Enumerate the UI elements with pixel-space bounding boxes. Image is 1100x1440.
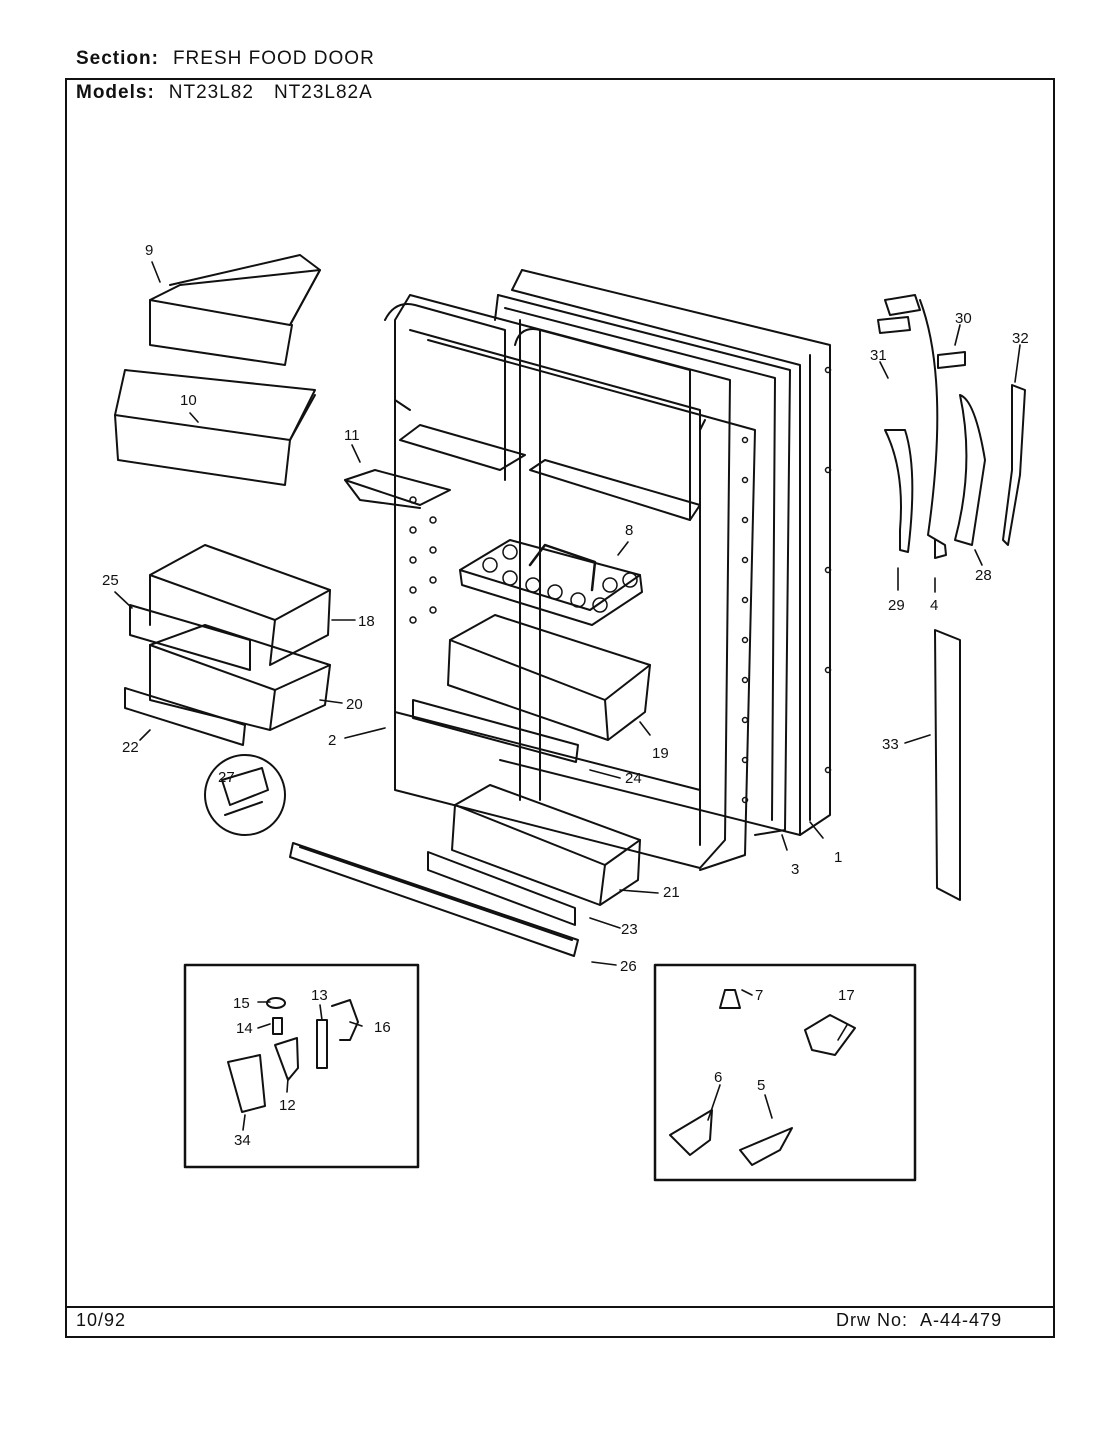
dairy-door-10 xyxy=(114,369,316,486)
hinge-cover-33 xyxy=(934,629,961,901)
drawing-frame xyxy=(65,78,1055,1338)
section-header: Section: FRESH FOOD DOOR xyxy=(76,48,395,70)
callout-1: 1 xyxy=(834,849,842,866)
hinge-cover-30 xyxy=(937,351,966,369)
label-strip-24 xyxy=(412,699,579,763)
callout-29: 29 xyxy=(888,597,905,614)
callout-9: 9 xyxy=(145,242,153,259)
callout-20: 20 xyxy=(346,696,363,713)
callout-32: 32 xyxy=(1012,330,1029,347)
callout-10: 10 xyxy=(180,392,197,409)
footer-divider xyxy=(65,1306,1055,1308)
callout-14: 14 xyxy=(236,1020,253,1037)
callout-2: 2 xyxy=(328,732,336,749)
callout-7: 7 xyxy=(755,987,763,1004)
hinge-plate-31 xyxy=(884,294,921,316)
bin-label-25 xyxy=(129,604,251,671)
door-bin-19 xyxy=(447,614,651,741)
dairy-door-9 xyxy=(149,254,321,366)
callout-labels: 9 10 11 25 18 20 22 2 8 19 24 27 21 23 2… xyxy=(102,242,1029,1149)
models-header: Models: NT23L82 NT23L82A xyxy=(76,82,393,104)
callout-21: 21 xyxy=(663,884,680,901)
trim-strip-26 xyxy=(289,842,579,957)
egg-tray-8 xyxy=(459,539,643,626)
callout-3: 3 xyxy=(791,861,799,878)
hinge-parts xyxy=(877,294,1026,901)
callout-33: 33 xyxy=(882,736,899,753)
callout-13: 13 xyxy=(311,987,328,1004)
door-bin-18 xyxy=(129,544,331,671)
trim-cap-detail-27 xyxy=(204,754,286,836)
callout-25: 25 xyxy=(102,572,119,589)
callout-6: 6 xyxy=(714,1069,722,1086)
model-1: NT23L82 xyxy=(168,82,254,103)
callout-24: 24 xyxy=(625,770,642,787)
hardware-inset-left xyxy=(183,963,420,1169)
callout-17: 17 xyxy=(838,987,855,1004)
callout-30: 30 xyxy=(955,310,972,327)
callout-18: 18 xyxy=(358,613,375,630)
door-gasket xyxy=(494,294,791,836)
callout-26: 26 xyxy=(620,958,637,975)
model-2: NT23L82A xyxy=(273,82,373,103)
callout-4: 4 xyxy=(930,597,938,614)
callout-5: 5 xyxy=(757,1077,765,1094)
section-value: FRESH FOOD DOOR xyxy=(172,48,375,69)
hardware-inset-right xyxy=(653,963,917,1182)
leader-lines xyxy=(114,261,1021,1131)
door-liner xyxy=(394,294,756,871)
callout-22: 22 xyxy=(122,739,139,756)
shelf-bracket-11 xyxy=(344,469,451,509)
footer-date: 10/92 xyxy=(76,1310,127,1330)
door-bin-21 xyxy=(451,784,641,906)
callout-28: 28 xyxy=(975,567,992,584)
footer-drawing-number: Drw No: A-44-479 xyxy=(836,1310,1002,1331)
section-label: Section: xyxy=(76,48,159,69)
label-strip-23 xyxy=(427,851,576,926)
callout-19: 19 xyxy=(652,745,669,762)
drawing-number: A-44-479 xyxy=(920,1310,1003,1330)
drawing-label: Drw No: xyxy=(836,1310,909,1330)
callout-15: 15 xyxy=(233,995,250,1012)
hinge-spring-28 xyxy=(954,394,986,546)
callout-27: 27 xyxy=(218,769,235,786)
door-bin-20 xyxy=(124,624,331,746)
liner-top-shelf xyxy=(384,303,701,521)
hinge-bracket-32 xyxy=(1002,384,1026,546)
callout-34: 34 xyxy=(234,1132,251,1149)
bin-label-22 xyxy=(124,687,246,746)
callout-16: 16 xyxy=(374,1019,391,1036)
callout-8: 8 xyxy=(625,522,633,539)
liner-dimples xyxy=(409,366,832,804)
callout-23: 23 xyxy=(621,921,638,938)
models-label: Models: xyxy=(76,82,155,103)
callout-31: 31 xyxy=(870,347,887,364)
callout-12: 12 xyxy=(279,1097,296,1114)
callout-11: 11 xyxy=(344,427,360,444)
